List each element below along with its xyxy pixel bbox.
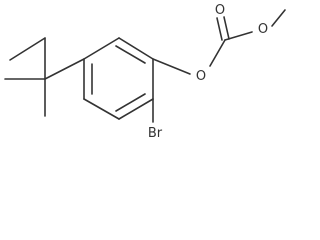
ring-bond-c4-c5 [118,98,154,120]
bond-aryl-oxygen-carbonyl-carbon [209,39,226,67]
ring-bond-c2-c3 [118,37,154,60]
atom-label-bromine: Br [148,126,163,141]
bond-carbonyl-carbon-methoxy-oxygen [224,31,253,41]
ring-bond-c5-c6 [83,98,120,120]
ring-bond-c1-c2 [83,37,120,60]
ring-inner-double-top [115,45,146,64]
bond-ring-aryl-oxygen [152,58,191,75]
molecule-diagram: O O O Br [4,3,286,141]
structure-canvas: O O O Br [4,3,286,141]
bond-quaternary-ring [44,58,85,80]
ring-inner-double-right [115,93,146,112]
atom-label-methoxy-oxygen: O [258,22,268,37]
atom-label-aryl-oxygen: O [196,69,206,84]
bond-carbonyl-double-2 [223,16,230,40]
bond-ethyl-ch3-ch2 [9,37,46,61]
atom-label-carbonyl-oxygen: O [215,3,225,18]
bond-methoxy-oxygen-methyl [271,9,286,27]
bond-carbonyl-double-1 [216,17,223,41]
